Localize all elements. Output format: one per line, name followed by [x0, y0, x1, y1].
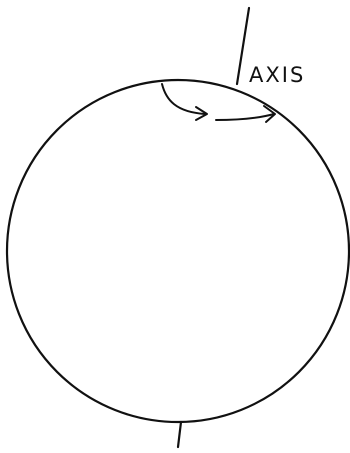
sphere-outline — [7, 80, 349, 422]
axis-line-top — [237, 8, 249, 84]
axis-label: AXIS — [249, 63, 305, 87]
rotation-arrow-curve — [162, 84, 207, 120]
axis-line-bottom — [178, 422, 181, 447]
rotation-arrow-straight — [216, 106, 275, 122]
